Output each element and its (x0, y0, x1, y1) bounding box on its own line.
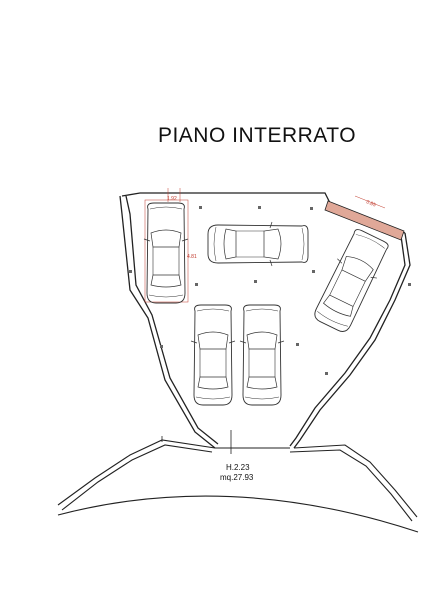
car-4 (190, 304, 236, 406)
plan-title: PIANO INTERRATO (157, 124, 357, 147)
car-length-dimension: 4.81 (187, 254, 197, 260)
wall-hatch-segment: 0.85 (324, 195, 405, 241)
car-5 (239, 304, 285, 406)
car-1 (143, 202, 189, 304)
wall-segment-dimension: 0.85 (365, 199, 376, 208)
room-area: mq.27.93 (220, 473, 254, 482)
perimeter-walls (119, 192, 411, 449)
columns (129, 206, 411, 375)
car-width-dimension: 1.92 (167, 196, 177, 202)
room-height: H.2.23 (226, 463, 250, 472)
ramp-area (57, 430, 419, 533)
car-dimensions (144, 188, 189, 303)
car-2 (207, 221, 309, 267)
